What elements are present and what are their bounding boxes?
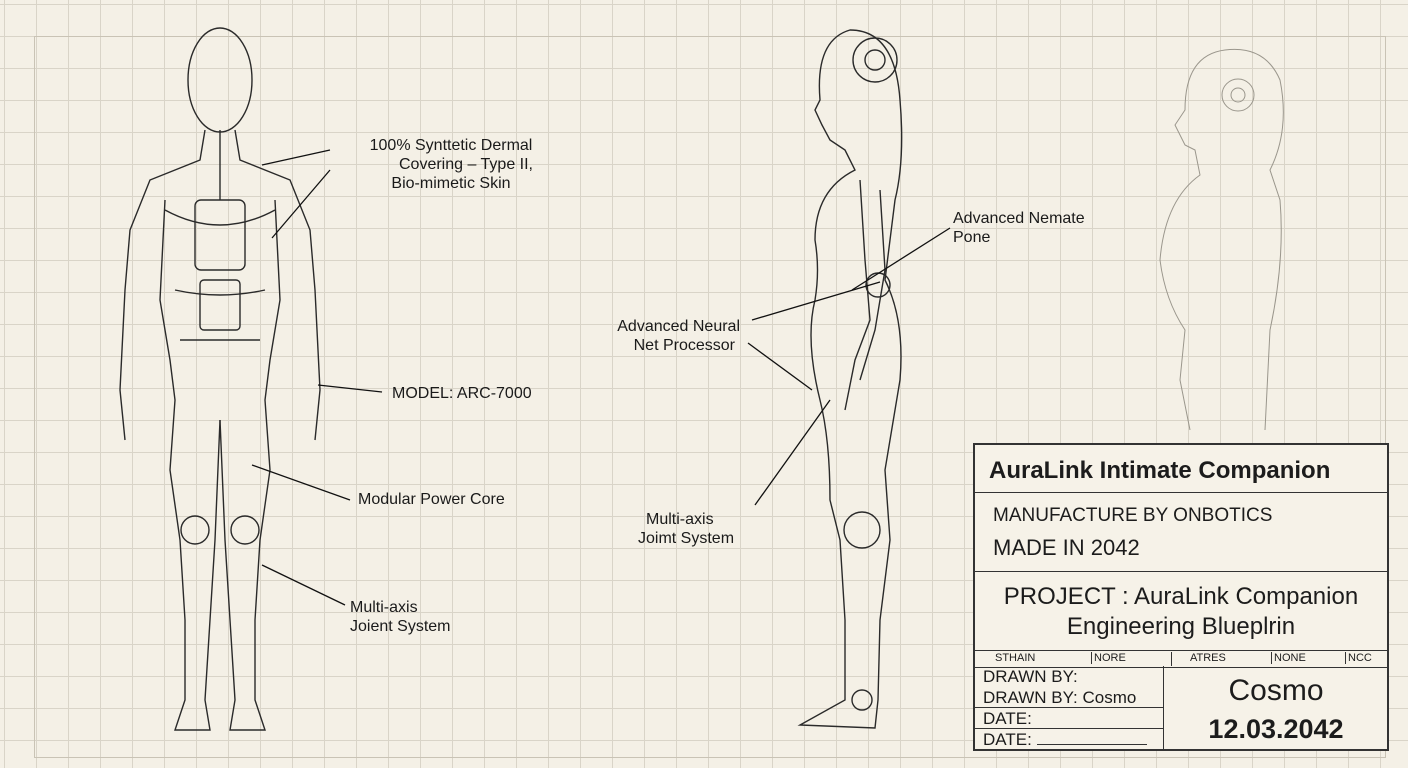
strip-cell: NONE: [1271, 652, 1306, 664]
strip-cell: NCC: [1345, 652, 1372, 664]
label-line: Net Processor: [633, 337, 735, 354]
label-neural-processor: Advanced Neural Net Processor: [610, 317, 740, 355]
label-line: Advanced Nemate: [953, 210, 1085, 227]
date-label-text: DATE:: [983, 730, 1032, 749]
front-view-figure: [119, 27, 321, 731]
drawn-by-name: DRAWN BY: Cosmo: [975, 687, 1163, 708]
drawn-by-label: DRAWN BY:: [983, 667, 1078, 686]
date-label-2: DATE:: [975, 729, 1163, 750]
label-line: Covering – Type II,: [399, 156, 533, 173]
strip-cell: STHAIN: [995, 652, 1036, 664]
label-joint-side: Multi-axis Joimt System: [638, 510, 734, 548]
label-line: Joient System: [350, 618, 451, 635]
strip-cell: NORE: [1091, 652, 1126, 664]
drawn-by-section: DRAWN BY: DRAWN BY: Cosmo DATE: DATE:: [975, 666, 1164, 751]
label-line: Joimt System: [638, 530, 735, 547]
label-nemate-pone: Advanced Nemate Pone: [953, 209, 1085, 247]
leader-lines: [251, 149, 951, 606]
date-label: DATE:: [975, 708, 1163, 729]
label-line: Pone: [953, 229, 991, 246]
label-dermal-covering: 100% Synttetic Dermal Covering – Type II…: [331, 136, 571, 193]
manufacturer-text: MANUFACTURE BY ONBOTICS: [993, 505, 1273, 526]
drawing-frame: [34, 36, 1386, 758]
date-blank-line: [1036, 732, 1147, 745]
label-line: Advanced Neural: [617, 318, 740, 335]
author-name: Cosmo: [1228, 674, 1324, 707]
manufacturer-section: MANUFACTURE BY ONBOTICS MADE IN 2042: [975, 493, 1387, 572]
label-line: Multi-axis: [646, 511, 714, 528]
project-title: PROJECT : AuraLink Companion: [1003, 583, 1359, 610]
made-year-text: MADE IN 2042: [993, 535, 1140, 560]
label-line: 100% Synttetic Dermal: [369, 137, 533, 154]
label-model: MODEL: ARC-7000: [392, 385, 532, 402]
label-line: Multi-axis: [350, 599, 418, 616]
side-view-figure: [797, 29, 903, 729]
project-section: PROJECT : AuraLink Companion Engineering…: [975, 572, 1387, 665]
strip-cell: ATRES: [1171, 652, 1226, 666]
title-block-title: AuraLink Intimate Companion: [975, 445, 1387, 493]
label-power-core: Modular Power Core: [358, 491, 505, 508]
label-line: Bio-mimetic Skin: [391, 175, 511, 192]
drawing-date: 12.03.2042: [1208, 714, 1344, 744]
label-joint-front: Multi-axis Joient System: [350, 598, 450, 636]
signature-section: Cosmo 12.03.2042: [1163, 666, 1389, 751]
ghost-outline-figure: [1159, 48, 1284, 431]
info-strip: STHAIN NORE ATRES NONE NCC: [975, 650, 1387, 668]
project-subtitle: Engineering Blueplrin: [1066, 613, 1296, 640]
title-block: AuraLink Intimate Companion MANUFACTURE …: [973, 443, 1389, 751]
